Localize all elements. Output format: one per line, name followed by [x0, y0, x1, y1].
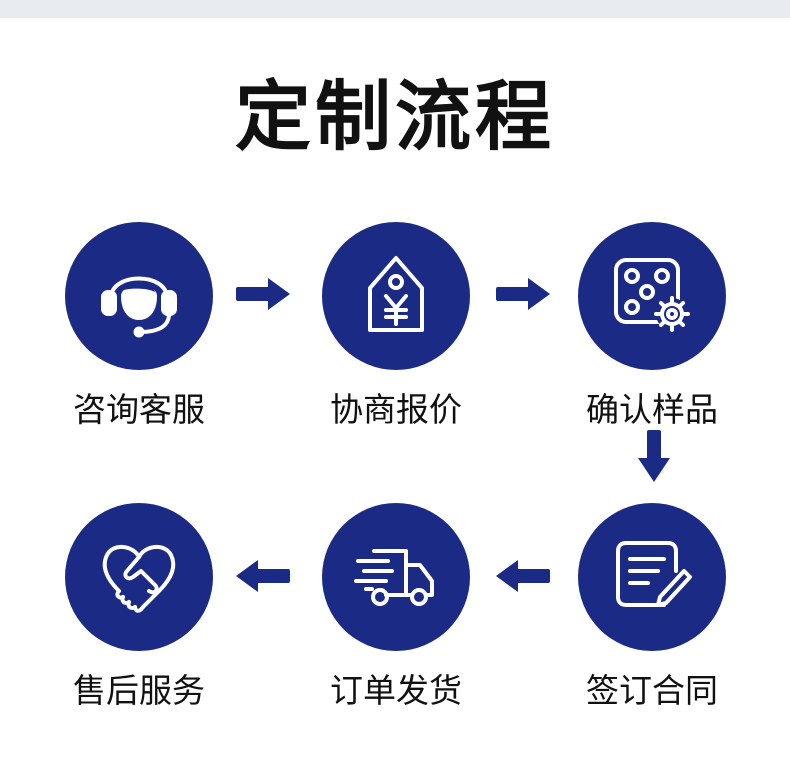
- step-circle: [65, 503, 213, 651]
- step-label: 售后服务: [73, 671, 205, 710]
- step-label: 签订合同: [586, 671, 718, 710]
- arrow-right-icon: [496, 278, 550, 310]
- sample-dice-gear-icon: [614, 258, 690, 332]
- price-tag-yen-icon: [368, 256, 424, 332]
- arrow-left-icon: [496, 560, 550, 592]
- step-circle: [578, 222, 726, 370]
- contract-pen-icon: [616, 541, 692, 607]
- step-circle: [65, 222, 213, 370]
- step-circle: [322, 503, 470, 651]
- step-contract: 签订合同: [552, 503, 752, 711]
- step-label: 协商报价: [330, 390, 462, 429]
- step-circle: [322, 222, 470, 370]
- step-consult: 咨询客服: [39, 222, 239, 430]
- step-quote: 协商报价: [296, 222, 496, 430]
- arrow-down-icon: [638, 430, 670, 482]
- top-bar: [0, 0, 790, 18]
- step-circle: [578, 503, 726, 651]
- step-label: 订单发货: [330, 671, 462, 710]
- step-label: 咨询客服: [73, 390, 205, 429]
- headset-agent-icon: [101, 276, 177, 338]
- arrow-left-icon: [236, 560, 290, 592]
- step-sample: 确认样品: [552, 222, 752, 430]
- delivery-truck-icon: [354, 549, 434, 606]
- page-title: 定制流程: [235, 72, 555, 161]
- step-after-sales: 售后服务: [39, 503, 239, 711]
- step-shipping: 订单发货: [296, 503, 496, 711]
- arrow-right-icon: [236, 278, 290, 310]
- handshake-heart-icon: [102, 545, 176, 613]
- step-label: 确认样品: [586, 390, 718, 429]
